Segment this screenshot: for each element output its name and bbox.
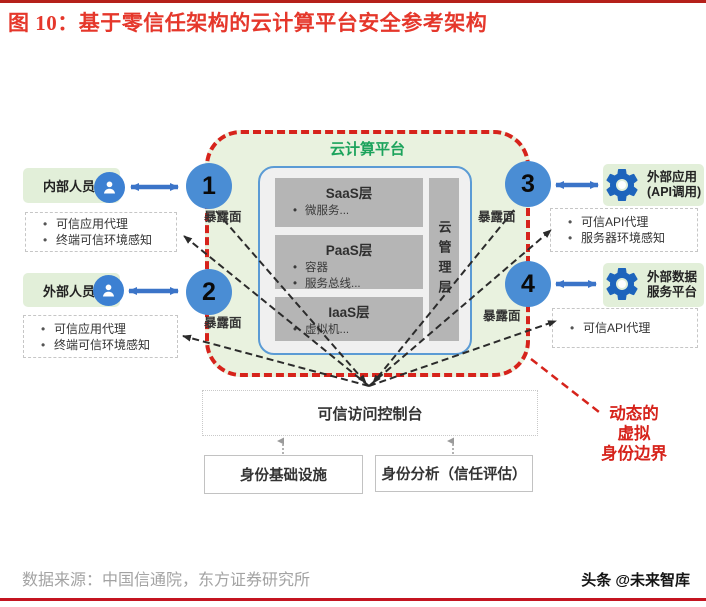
trusted-access-console-label: 可信访问控制台 — [317, 405, 423, 423]
exposure-point-1-number: 1 — [202, 171, 216, 200]
external-app-label-line1: 外部应用 — [647, 170, 698, 184]
note-line: 可信应用代理 — [34, 322, 177, 336]
paas-layer-box: PaaS层 容器 服务总线... — [275, 235, 423, 291]
external-data-label-line2: 服务平台 — [647, 285, 698, 299]
paas-layer-item: 服务总线... — [275, 277, 423, 291]
paas-layer-item: 容器 — [275, 261, 423, 275]
note-line: 可信API代理 — [563, 321, 697, 335]
saas-layer-item: 微服务... — [275, 204, 423, 218]
feed-arrow — [277, 437, 454, 454]
note-line: 终端可信环境感知 — [34, 338, 177, 352]
exposure-point-2: 2 — [186, 269, 232, 315]
boundary-line: 动态的 — [609, 405, 659, 423]
exposure-point-1: 1 — [186, 163, 232, 209]
exposure-point-2-number: 2 — [202, 277, 216, 306]
boundary-line: 身份边界 — [601, 445, 667, 463]
cloud-mgmt-layer-box: 云管理层 — [429, 178, 459, 341]
note-line: 可信API代理 — [561, 215, 697, 229]
note-line: 终端可信环境感知 — [36, 233, 176, 247]
gear-icon-glyph — [606, 169, 638, 201]
gear-icon — [602, 165, 642, 205]
exposure-label-4: 暴露面 — [483, 309, 521, 323]
trusted-access-console-box: 可信访问控制台 — [202, 390, 538, 436]
identity-analysis-label: 身份分析（信任评估） — [381, 467, 527, 483]
external-app-note-box: 可信API代理 服务器环境感知 — [550, 208, 698, 252]
external-app-label-line2: (API调用) — [647, 185, 702, 199]
exposure-label-1: 暴露面 — [204, 210, 242, 224]
iaas-layer-item: 虚拟机... — [275, 323, 423, 337]
gear-icon-glyph — [606, 268, 638, 300]
internal-user-note-box: 可信应用代理 终端可信环境感知 — [25, 212, 177, 252]
user-icon-glyph — [102, 284, 115, 297]
exposure-point-3-number: 3 — [521, 169, 535, 198]
figure-title: 图 10：基于零信任架构的云计算平台安全参考架构 — [8, 11, 488, 35]
note-line: 可信应用代理 — [36, 217, 176, 231]
cloud-mgmt-layer-title: 云管理层 — [436, 219, 452, 300]
user-icon-glyph — [103, 181, 116, 194]
brand-watermark: 头条 @未来智库 — [581, 572, 690, 589]
exposure-point-3: 3 — [505, 161, 551, 207]
boundary-line: 虚拟 — [617, 425, 651, 443]
saas-layer-box: SaaS层 微服务... — [275, 178, 423, 227]
identity-analysis-box: 身份分析（信任评估） — [375, 455, 533, 492]
bottom-rule — [0, 598, 706, 601]
external-data-label-line1: 外部数据 — [647, 270, 698, 284]
external-user-note-box: 可信应用代理 终端可信环境感知 — [23, 315, 178, 358]
iaas-layer-box: IaaS层 虚拟机... — [275, 297, 423, 341]
user-icon — [94, 172, 125, 203]
external-data-note-box: 可信API代理 — [552, 308, 698, 348]
identity-infrastructure-box: 身份基础设施 — [204, 455, 363, 494]
saas-layer-title: SaaS层 — [325, 186, 373, 201]
identity-infrastructure-label: 身份基础设施 — [240, 468, 327, 484]
paas-layer-title: PaaS层 — [325, 243, 373, 258]
top-rule — [0, 0, 706, 3]
data-source-note: 数据来源：中国信通院，东方证券研究所 — [22, 572, 311, 589]
iaas-layer-title: IaaS层 — [328, 305, 370, 320]
exposure-point-4-number: 4 — [521, 269, 535, 298]
exposure-label-3: 暴露面 — [478, 210, 516, 224]
dynamic-boundary-annotation: 动态的 虚拟 身份边界 — [575, 404, 693, 464]
external-user-label: 外部人员 — [43, 283, 96, 299]
internal-user-label: 内部人员 — [43, 179, 96, 194]
exposure-label-2: 暴露面 — [204, 316, 242, 330]
gear-icon — [602, 264, 642, 304]
note-line: 服务器环境感知 — [561, 231, 697, 245]
user-icon — [93, 275, 124, 306]
exposure-point-4: 4 — [505, 261, 551, 307]
cloud-platform-title: 云计算平台 — [329, 141, 405, 158]
